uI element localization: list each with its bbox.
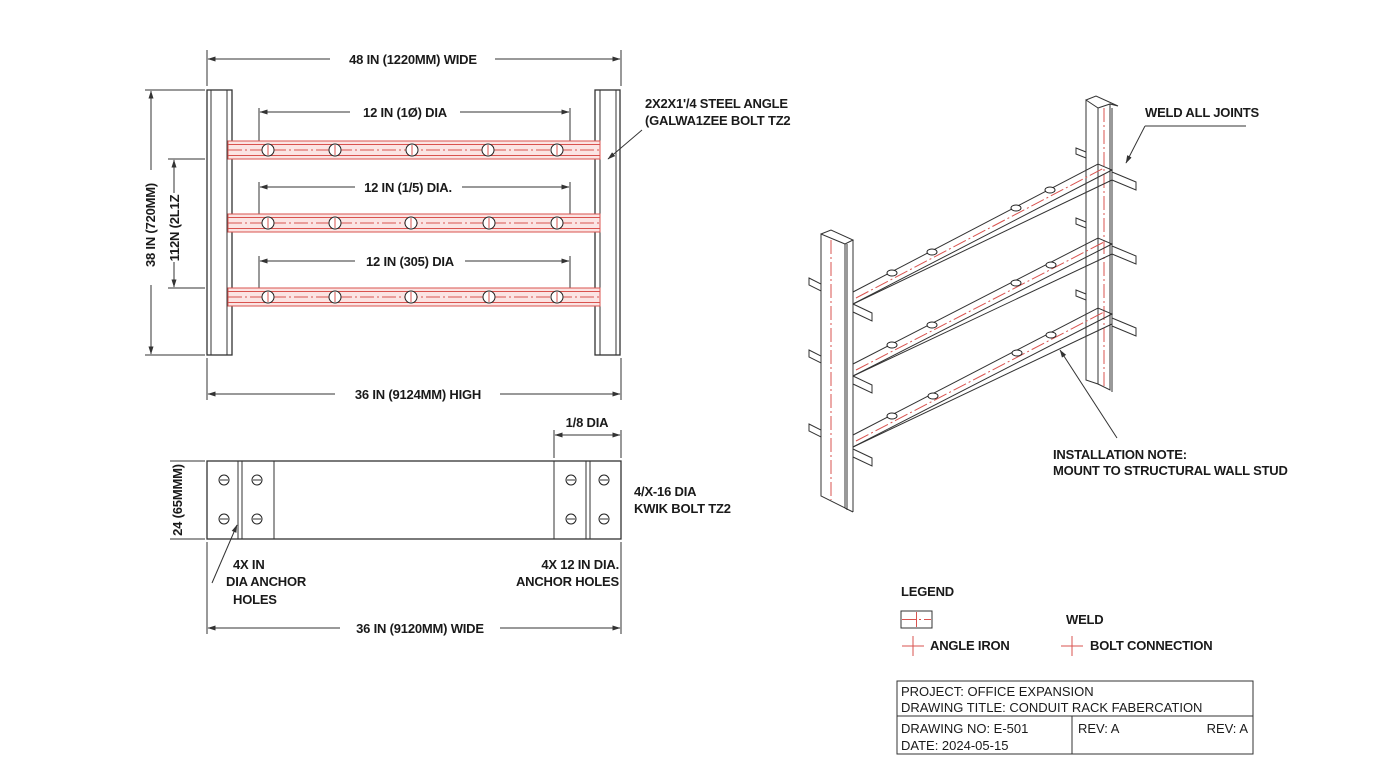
right-note-line1: 4X 12 IN DIA. [541, 557, 619, 572]
rail-2: 12 IN (1/5) DIA. [227, 180, 601, 233]
rail-1: 12 IN (1Ø) DIA [227, 105, 601, 160]
rail-1-holes [261, 143, 564, 157]
base-plate-view: 1/8 DIA 24 (65MMM) [170, 415, 731, 636]
bolt-note-line2: KWIK BOLT TZ2 [634, 501, 731, 516]
title-block: PROJECT: OFFICE EXPANSION DRAWING TITLE:… [896, 680, 1254, 755]
base-plate [206, 460, 622, 540]
install-note-line2: MOUNT TO STRUCTURAL WALL STUD [1053, 463, 1288, 478]
overall-height-dimension: 38 IN (720MM) [143, 89, 205, 356]
plate-height-label: 24 (65MMM) [170, 464, 185, 536]
legend-angle-iron-symbol [900, 610, 933, 629]
front-view: 48 IN (1220MM) WIDE 38 IN (720MM) 112N (… [143, 50, 791, 402]
title-block-rev-1: REV: A [1078, 721, 1120, 736]
bottom-dim-label: 36 IN (9124MM) HIGH [355, 387, 481, 402]
left-note-line1: 4X IN [233, 557, 265, 572]
left-note-line3: HOLES [233, 592, 277, 607]
weld-callout: WELD ALL JOINTS [1125, 105, 1260, 164]
right-note-line2: ANCHOR HOLES [516, 574, 620, 589]
install-note-line1: INSTALLATION NOTE: [1053, 447, 1187, 462]
iso-rail-1 [852, 163, 1114, 305]
iso-rail-3 [852, 307, 1114, 448]
iso-rail-2 [852, 237, 1114, 377]
bottom-dimension: 36 IN (9124MM) HIGH [206, 358, 622, 402]
title-block-project: PROJECT: OFFICE EXPANSION [901, 684, 1094, 699]
rail-3: 12 IN (305) DIA [227, 254, 601, 307]
rail-3-holes [261, 290, 564, 304]
steel-angle-callout-line1: 2X2X1'/4 STEEL ANGLE [645, 96, 788, 111]
title-block-drawing-title: DRAWING TITLE: CONDUIT RACK FABERCATION [901, 700, 1202, 715]
legend-cross-icon-2 [1061, 636, 1083, 656]
plate-width-label: 36 IN (9120MM) WIDE [356, 621, 484, 636]
hole-dimension: 1/8 DIA [553, 415, 622, 458]
overall-height-label: 38 IN (720MM) [143, 183, 158, 267]
rail-2-dim-label: 12 IN (1/5) DIA. [364, 180, 452, 195]
left-note-line2: DIA ANCHOR [226, 574, 307, 589]
isometric-view: WELD ALL JOINTS INSTALLATION NOTE: MOUNT… [808, 95, 1288, 513]
left-flange [218, 461, 275, 539]
overall-width-label: 48 IN (1220MM) WIDE [349, 52, 477, 67]
overall-width-dimension: 48 IN (1220MM) WIDE [206, 50, 622, 86]
rail-1-dim-label: 12 IN (1Ø) DIA [363, 105, 448, 120]
installation-callout: INSTALLATION NOTE: MOUNT TO STRUCTURAL W… [1053, 349, 1288, 478]
legend-item-angle-iron: ANGLE IRON [930, 638, 1010, 653]
legend: LEGEND WELD ANGLE IRON BOLT CONNECTION [900, 584, 1213, 656]
iso-left-post [808, 229, 873, 513]
title-block-rev-2: REV: A [1207, 721, 1249, 736]
right-flange [553, 461, 610, 539]
legend-item-bolt-connection: BOLT CONNECTION [1090, 638, 1212, 653]
plate-height-dimension: 24 (65MMM) [170, 460, 205, 540]
title-block-drawing-no: DRAWING NO: E-501 [901, 721, 1028, 736]
inner-height-label: 112N (2L1Z [167, 194, 182, 261]
steel-angle-callout-line2: (GALWA1ZEE BOLT TZ2 [645, 113, 790, 128]
iso-right-post [1075, 95, 1137, 392]
plate-width-dimension: 36 IN (9120MM) WIDE [206, 542, 622, 636]
inner-height-dimension: 112N (2L1Z [167, 158, 205, 289]
steel-angle-callout: 2X2X1'/4 STEEL ANGLE (GALWA1ZEE BOLT TZ2 [607, 96, 791, 160]
rail-3-dim-label: 12 IN (305) DIA [366, 254, 455, 269]
hole-dim-label: 1/8 DIA [566, 415, 609, 430]
bolt-note-line1: 4/X-16 DIA [634, 484, 697, 499]
title-block-date: DATE: 2024-05-15 [901, 738, 1008, 753]
weld-note: WELD ALL JOINTS [1145, 105, 1260, 120]
legend-item-weld: WELD [1066, 612, 1103, 627]
legend-title: LEGEND [901, 584, 954, 599]
legend-cross-icon-1 [902, 636, 924, 656]
rail-2-holes [261, 216, 564, 230]
